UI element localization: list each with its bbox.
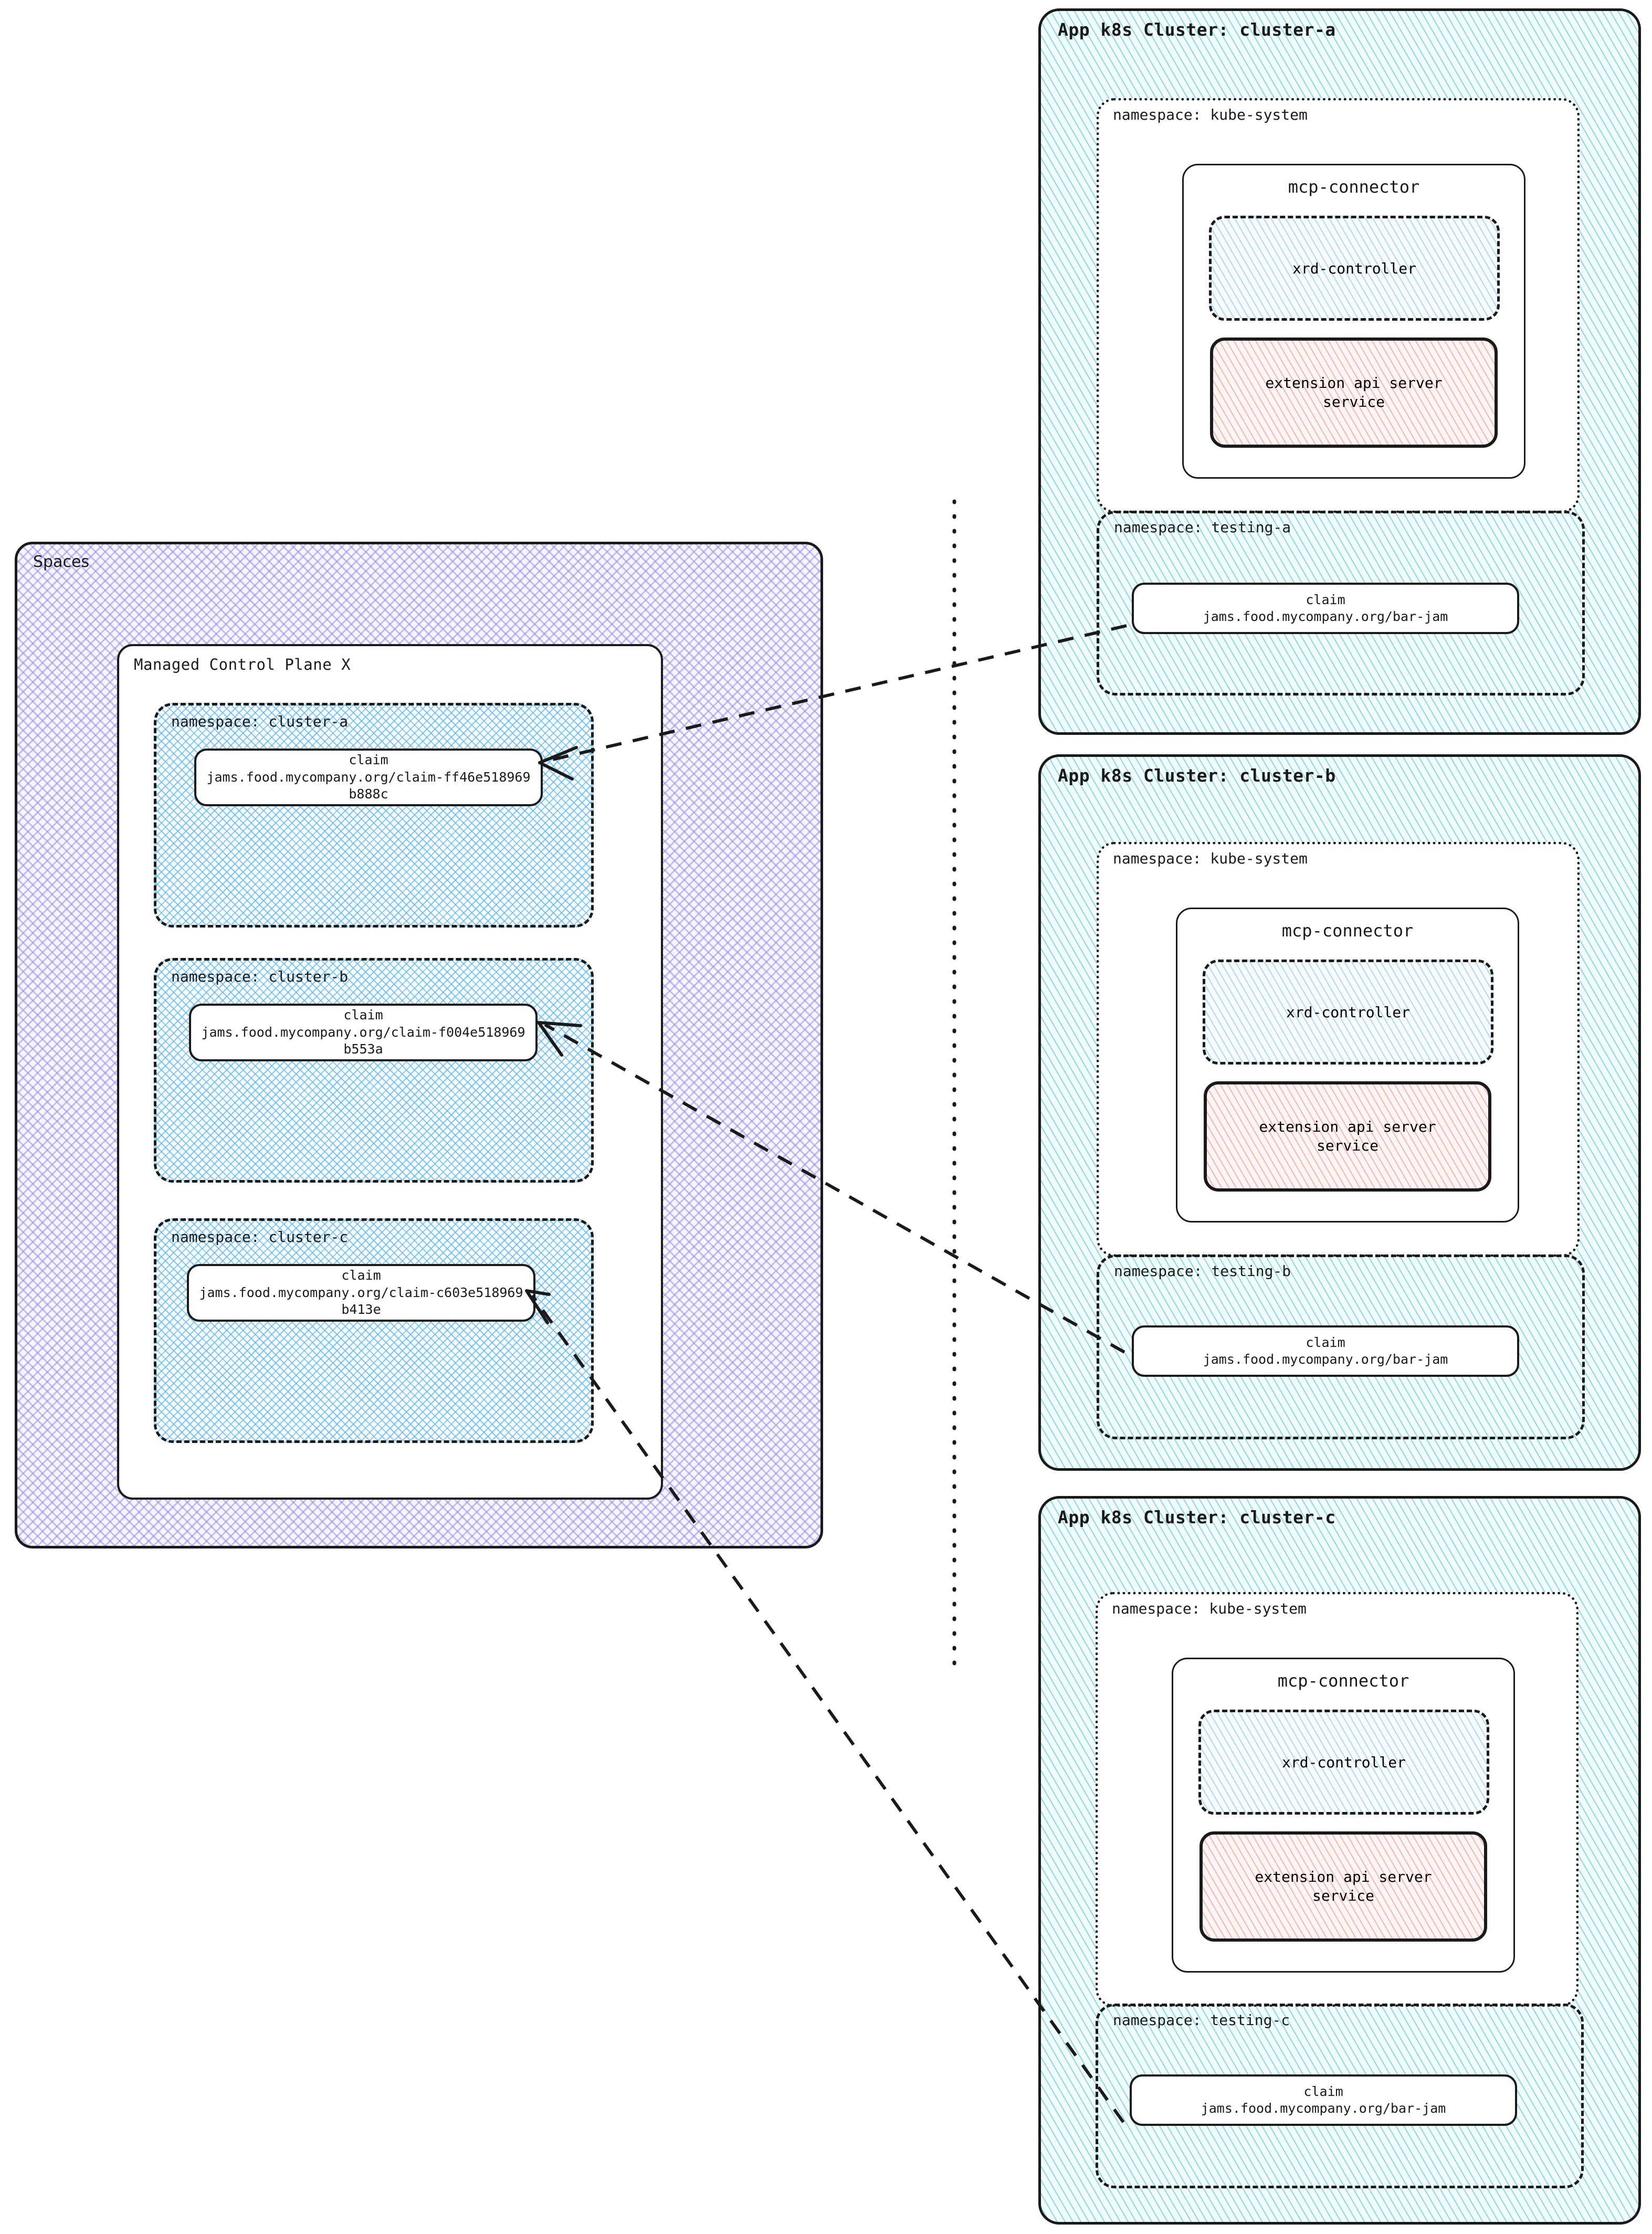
cluster-a-extension-api-server-label: extension api server service	[1265, 374, 1442, 412]
cluster-a-testing-label: namespace: testing-a	[1114, 519, 1291, 536]
cluster-a-kube-system-label: namespace: kube-system	[1113, 106, 1308, 123]
claim-cluster-a[interactable]: claim jams.food.mycompany.org/claim-ff46…	[194, 749, 543, 806]
cluster-c-namespace-testing: namespace: testing-c claim jams.food.myc…	[1096, 2004, 1584, 2188]
claim-cluster-c[interactable]: claim jams.food.mycompany.org/claim-c603…	[187, 1264, 535, 1322]
namespace-cluster-a: namespace: cluster-a claim jams.food.myc…	[154, 703, 594, 928]
cluster-b-namespace-testing: namespace: testing-b claim jams.food.myc…	[1097, 1255, 1585, 1439]
cluster-b-extension-api-server-label: extension api server service	[1259, 1118, 1436, 1155]
claim-kind-label: claim	[1306, 1334, 1345, 1350]
cluster-b-container: App k8s Cluster: cluster-b namespace: ku…	[1038, 754, 1641, 1471]
claim-kind-label: claim	[341, 1268, 381, 1283]
claim-ref-label: jams.food.mycompany.org/claim-c603e51896…	[199, 1284, 523, 1318]
api-line2: service	[1316, 1137, 1379, 1154]
cluster-a-namespace-kube-system: namespace: kube-system mcp-connector xrd…	[1097, 98, 1580, 513]
cluster-c-xrd-controller-label: xrd-controller	[1281, 1753, 1406, 1771]
cluster-c-label: App k8s Cluster: cluster-c	[1058, 1507, 1336, 1527]
cluster-a-testing-claim[interactable]: claim jams.food.mycompany.org/bar-jam	[1132, 583, 1519, 634]
claim-kind-label: claim	[1303, 2083, 1343, 2099]
cluster-c-mcp-connector-label: mcp-connector	[1277, 1671, 1409, 1691]
cluster-c-kube-system-label: namespace: kube-system	[1112, 1600, 1307, 1617]
cluster-a-xrd-controller: xrd-controller	[1209, 216, 1500, 321]
cluster-a-label: App k8s Cluster: cluster-a	[1058, 19, 1336, 40]
managed-control-plane-label: Managed Control Plane X	[134, 656, 351, 673]
namespace-cluster-b: namespace: cluster-b claim jams.food.myc…	[154, 958, 594, 1183]
namespace-cluster-a-label: namespace: cluster-a	[171, 713, 349, 730]
cluster-a-xrd-controller-label: xrd-controller	[1292, 259, 1416, 277]
cluster-b-xrd-controller-label: xrd-controller	[1286, 1003, 1410, 1021]
cluster-a-container: App k8s Cluster: cluster-a namespace: ku…	[1038, 8, 1641, 735]
claim-ref-label: jams.food.mycompany.org/bar-jam	[1203, 609, 1448, 624]
cluster-a-extension-api-server-service: extension api server service	[1210, 338, 1498, 448]
namespace-cluster-b-label: namespace: cluster-b	[171, 968, 349, 985]
cluster-b-mcp-connector-label: mcp-connector	[1281, 921, 1414, 941]
cluster-c-testing-label: namespace: testing-c	[1113, 2011, 1290, 2029]
cluster-c-mcp-connector: mcp-connector xrd-controller extension a…	[1172, 1658, 1515, 1973]
api-line2: service	[1312, 1887, 1374, 1904]
api-line2: service	[1322, 393, 1385, 410]
claim-ref-label: jams.food.mycompany.org/claim-ff46e51896…	[206, 769, 531, 802]
claim-ref-label: jams.food.mycompany.org/claim-f004e51896…	[201, 1024, 525, 1057]
cluster-b-testing-claim[interactable]: claim jams.food.mycompany.org/bar-jam	[1132, 1325, 1519, 1377]
claim-ref-label: jams.food.mycompany.org/bar-jam	[1201, 2101, 1446, 2116]
cluster-c-container: App k8s Cluster: cluster-c namespace: ku…	[1038, 1496, 1641, 2225]
cluster-b-extension-api-server-service: extension api server service	[1204, 1081, 1491, 1192]
spaces-container: Spaces Managed Control Plane X namespace…	[15, 542, 823, 1548]
api-line1: extension api server	[1259, 1118, 1436, 1136]
claim-kind-label: claim	[349, 752, 388, 768]
claim-kind-label: claim	[343, 1007, 383, 1023]
api-line1: extension api server	[1265, 374, 1443, 392]
cluster-b-xrd-controller: xrd-controller	[1203, 960, 1493, 1065]
claim-kind-label: claim	[1306, 592, 1345, 607]
cluster-c-extension-api-server-service: extension api server service	[1199, 1831, 1487, 1942]
namespace-cluster-c: namespace: cluster-c claim jams.food.myc…	[154, 1218, 594, 1443]
cluster-b-kube-system-label: namespace: kube-system	[1113, 850, 1308, 867]
claim-ref-label: jams.food.mycompany.org/bar-jam	[1203, 1352, 1448, 1367]
claim-cluster-b[interactable]: claim jams.food.mycompany.org/claim-f004…	[189, 1004, 538, 1061]
cluster-b-label: App k8s Cluster: cluster-b	[1058, 765, 1336, 786]
managed-control-plane: Managed Control Plane X namespace: clust…	[117, 644, 663, 1500]
spaces-label: Spaces	[33, 553, 90, 571]
api-line1: extension api server	[1255, 1868, 1432, 1886]
cluster-a-namespace-testing: namespace: testing-a claim jams.food.myc…	[1097, 511, 1585, 696]
cluster-b-mcp-connector: mcp-connector xrd-controller extension a…	[1176, 908, 1519, 1223]
cluster-b-testing-label: namespace: testing-b	[1114, 1262, 1291, 1280]
namespace-cluster-c-label: namespace: cluster-c	[171, 1228, 349, 1246]
cluster-c-xrd-controller: xrd-controller	[1198, 1710, 1489, 1815]
cluster-c-testing-claim[interactable]: claim jams.food.mycompany.org/bar-jam	[1130, 2074, 1517, 2126]
cluster-a-mcp-connector: mcp-connector xrd-controller extension a…	[1182, 164, 1525, 479]
cluster-b-namespace-kube-system: namespace: kube-system mcp-connector xrd…	[1097, 842, 1580, 1257]
cluster-a-mcp-connector-label: mcp-connector	[1288, 177, 1420, 197]
cluster-c-extension-api-server-label: extension api server service	[1255, 1868, 1432, 1905]
cluster-c-namespace-kube-system: namespace: kube-system mcp-connector xrd…	[1096, 1592, 1579, 2007]
